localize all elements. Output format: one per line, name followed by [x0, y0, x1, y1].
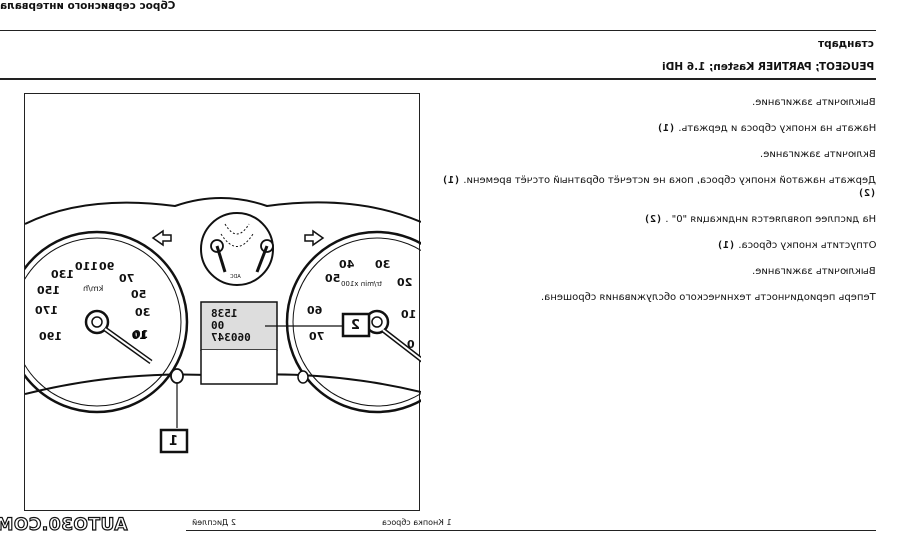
tacho-tick-70: 70 — [309, 330, 325, 343]
tacho-tick-30: 30 — [375, 258, 391, 271]
step-7: Выключить зажигание. — [440, 265, 876, 278]
reset-button-knob — [170, 368, 184, 428]
tacho-tick-40: 40 — [339, 258, 355, 271]
center-gauge-label: ADC — [230, 274, 241, 280]
step-text: Нажать на кнопку сброса и держать. — [678, 123, 876, 134]
step-ref: (1) — [442, 175, 461, 186]
center-gauge — [200, 212, 274, 286]
vehicle-model: PEUGEOT; PARTNER Kasten; 1.6 HDi — [661, 61, 874, 73]
callout-2-label: 2 — [351, 318, 361, 333]
speedometer: 10 — [25, 230, 189, 414]
tacho-tick-60: 60 — [307, 304, 323, 317]
left-turn-indicator — [151, 229, 172, 247]
step-text: Держать нажатой кнопку сброса, пока не и… — [463, 175, 876, 186]
speedo-tick-30: 30 — [135, 306, 151, 319]
speedo-tick-10: 10 — [133, 328, 149, 341]
callout-1-box — [159, 428, 189, 454]
secondary-knob — [297, 370, 309, 384]
speedo-tick: 10 — [131, 329, 147, 342]
speedo-tick-90: 90 — [99, 260, 115, 273]
callout-1-label: 1 — [169, 434, 179, 449]
caption-reset-button: 1 Кнопка сброса — [382, 518, 452, 527]
speedo-tick-170: 170 — [35, 304, 58, 317]
watermark-logo: AUTO30.COM — [0, 514, 128, 535]
step-text: Выключить зажигание. — [752, 266, 876, 277]
instruction-steps: Выключить зажигание. Нажать на кнопку сб… — [440, 96, 876, 317]
display-line-3: 060347 — [211, 331, 251, 344]
tacho-tick-50: 50 — [325, 272, 341, 285]
step-text: Выключить зажигание. — [752, 97, 876, 108]
step-ref: (2) — [643, 214, 662, 225]
step-text: Отпустить кнопку сброса. — [737, 240, 876, 251]
step-ref: (1) — [716, 240, 735, 251]
speedo-tick-70: 70 — [119, 272, 135, 285]
document-title: Сброс сервисного интервала — [0, 0, 176, 12]
tacho-tick-10: 10 — [401, 308, 417, 321]
speedo-tick-110: 110 — [75, 260, 98, 273]
tacho-tick-0: 0 — [407, 338, 415, 351]
step-text: Включить зажигание. — [760, 149, 876, 160]
speedo-unit: km/h — [83, 284, 104, 293]
step-4: Держать нажатой кнопку сброса, пока не и… — [440, 174, 876, 200]
step-3: Включить зажигание. — [440, 148, 876, 161]
step-1: Выключить зажигание. — [440, 96, 876, 109]
document-standard: стандарт — [818, 38, 874, 50]
speedo-tick-190: 190 — [39, 330, 62, 343]
instrument-cluster-figure: 10 — [24, 93, 421, 511]
step-6: Отпустить кнопку сброса. (1) — [440, 239, 876, 252]
speedo-tick-130: 130 — [51, 268, 74, 281]
speedo-tick-50: 50 — [131, 288, 147, 301]
step-ref-2: (2) — [857, 188, 876, 199]
dashboard-illustration: 10 — [25, 197, 421, 454]
step-2: Нажать на кнопку сброса и держать. (1) — [440, 122, 876, 135]
step-5: На дисплее появляется индикация "0" . (2… — [440, 213, 876, 226]
step-text: На дисплее появляется индикация "0" . — [665, 214, 876, 225]
tacho-tick-20: 20 — [397, 276, 413, 289]
model-rule — [0, 78, 876, 80]
step-ref: (1) — [656, 123, 675, 134]
callout-2-box — [341, 312, 371, 338]
tacho-unit: tr/min x100 — [341, 280, 382, 288]
speedo-tick-150: 150 — [37, 284, 60, 297]
step-8: Теперь периодичность технического обслуж… — [440, 291, 876, 304]
caption-display: 2 Дисплей — [192, 518, 236, 527]
right-turn-indicator — [304, 229, 325, 247]
step-text: Теперь периодичность технического обслуж… — [541, 292, 876, 303]
footer-rule — [186, 530, 876, 531]
header-rule — [0, 30, 876, 31]
